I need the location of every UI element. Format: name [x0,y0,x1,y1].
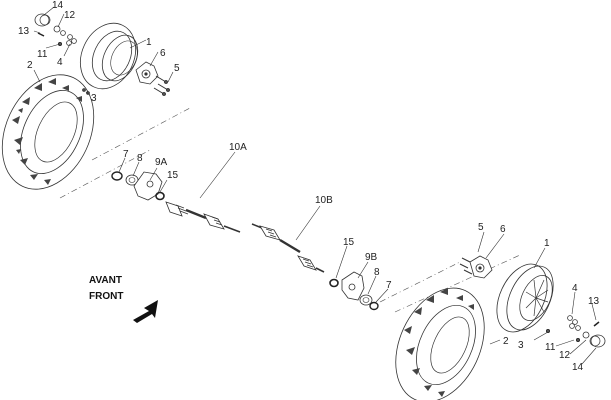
nut-washer-right [546,315,600,342]
axis-line-lower [379,261,461,303]
tire-front-left [1,74,95,190]
callout-2-left: 2 [27,60,33,71]
callout-5-left: 5 [174,63,180,74]
leader-lines [33,6,597,365]
callout-10b: 10B [315,195,333,206]
callout-11-right: 11 [545,342,556,353]
tire-front-right [395,287,485,400]
callout-3-left: 3 [91,93,97,104]
axis-line-upper [91,107,191,161]
axis-line-upper-2 [59,149,151,199]
hub-front-right [459,255,493,279]
callout-8-left: 8 [137,153,143,164]
callout-12-left: 12 [64,10,76,21]
drive-shaft-10b [251,223,325,273]
callout-4-right: 4 [572,283,578,294]
callout-1-right: 1 [544,238,550,249]
callout-labels: 14 12 13 11 4 2 3 1 6 5 7 8 9A 15 10A 10… [18,0,600,373]
callout-7-left: 7 [123,149,129,160]
callout-14-left: 14 [52,0,64,11]
drive-shaft-10a [165,201,241,233]
callout-14-right: 14 [572,362,584,373]
callout-11-left: 11 [37,49,48,60]
nut-washer-left [37,25,90,95]
callout-13-right: 13 [588,296,600,307]
direction-label-avant: AVANT [89,275,122,286]
callout-9a: 9A [155,157,168,168]
callout-1-left: 1 [146,37,152,48]
knuckle-9b-assembly [329,271,379,311]
callout-13-left: 13 [18,26,30,37]
callout-4-left: 4 [57,57,63,68]
hub-cap-left [34,13,51,27]
callout-10a: 10A [229,142,247,153]
front-arrow-icon [133,300,158,323]
knuckle-9a-assembly [111,171,165,201]
callout-15-left: 15 [167,170,179,181]
axis-line-lower-2 [394,254,521,313]
callout-6-left: 6 [160,48,166,59]
callout-3-right: 3 [518,340,524,351]
callout-7-right: 7 [386,280,392,291]
rim-front-right [496,263,554,333]
callout-8-right: 8 [374,267,380,278]
hub-front-left [135,61,170,96]
callout-9b: 9B [365,252,378,263]
hub-cap-right [589,334,606,348]
rim-front-left [80,22,139,90]
direction-label-front: FRONT [89,291,123,302]
callout-12-right: 12 [559,350,571,361]
callout-5-right: 5 [478,222,484,233]
callout-6-right: 6 [500,224,506,235]
callout-2-right: 2 [503,336,509,347]
callout-15-right: 15 [343,237,355,248]
